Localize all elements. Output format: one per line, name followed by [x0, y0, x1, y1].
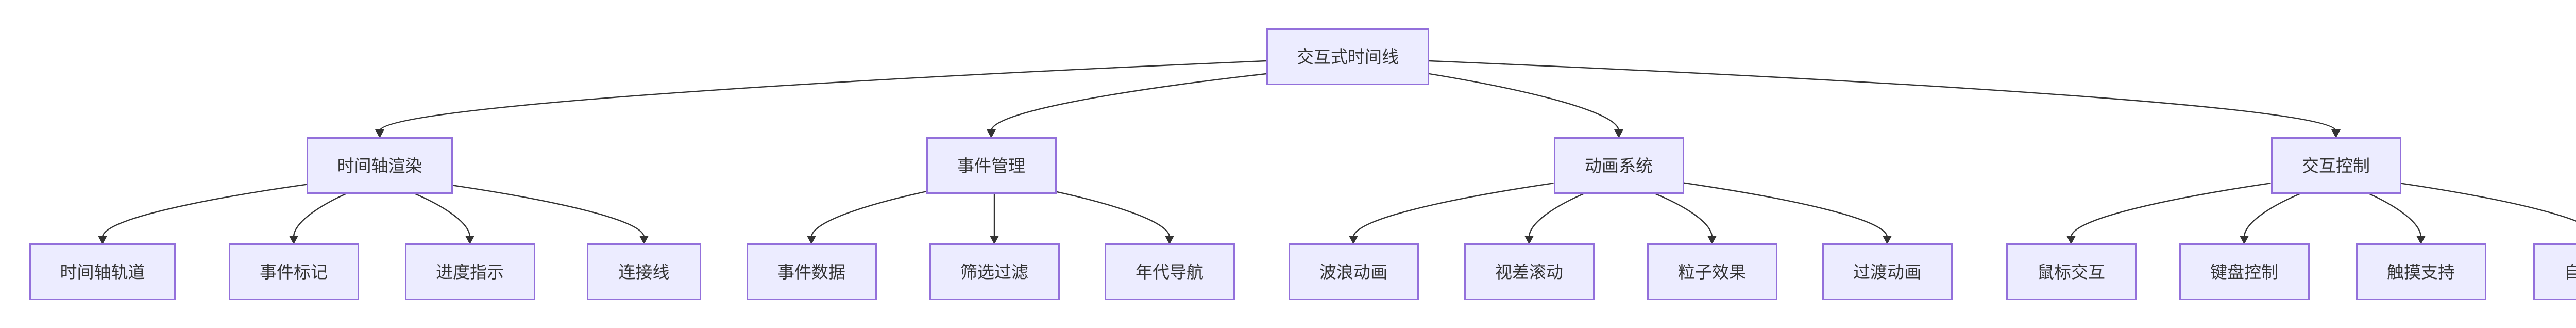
- edge-event-management-to-event-data: [810, 191, 926, 238]
- edge-interaction-control-to-mouse-interaction: [2070, 183, 2271, 238]
- node-timeline-rendering: 时间轴渲染: [307, 137, 453, 194]
- node-touch-support: 触摸支持: [2355, 243, 2486, 300]
- edge-animation-system-to-particle-effect: [1655, 193, 1713, 238]
- node-event-data: 事件数据: [746, 243, 877, 300]
- edge-animation-system-to-transition-animation: [1684, 182, 1888, 238]
- arrowhead-icon: [465, 236, 474, 244]
- edge-timeline-rendering-to-event-marker: [293, 193, 346, 238]
- node-root: 交互式时间线: [1266, 28, 1429, 85]
- node-event-management: 事件管理: [926, 137, 1057, 194]
- edge-event-management-to-era-navigation: [1056, 191, 1171, 238]
- node-mouse-interaction: 鼠标交互: [2006, 243, 2137, 300]
- node-era-navigation: 年代导航: [1104, 243, 1235, 300]
- node-transition-animation: 过渡动画: [1822, 243, 1953, 300]
- edge-interaction-control-to-keyboard-control: [2243, 193, 2300, 238]
- node-autoplay: 自动播放: [2533, 243, 2576, 300]
- edge-root-to-timeline-rendering: [379, 60, 1267, 132]
- node-connector-line: 连接线: [587, 243, 701, 300]
- arrowhead-icon: [1349, 236, 1358, 244]
- arrowhead-icon: [1165, 236, 1174, 244]
- arrowhead-icon: [639, 236, 649, 244]
- edge-interaction-control-to-autoplay: [2401, 183, 2576, 222]
- node-keyboard-control: 键盘控制: [2179, 243, 2310, 300]
- arrowhead-icon: [2331, 129, 2341, 138]
- edge-animation-system-to-wave-animation: [1352, 182, 1554, 238]
- edge-root-to-event-management: [990, 73, 1267, 132]
- node-particle-effect: 粒子效果: [1647, 243, 1777, 300]
- arrowhead-icon: [289, 236, 298, 244]
- node-filter: 筛选过滤: [929, 243, 1060, 300]
- arrowhead-icon: [987, 129, 996, 138]
- node-progress-indicator: 进度指示: [404, 243, 535, 300]
- node-animation-system: 动画系统: [1553, 137, 1684, 194]
- arrowhead-icon: [807, 236, 816, 244]
- arrowhead-icon: [1883, 236, 1892, 244]
- edge-interaction-control-to-touch-support: [2369, 193, 2422, 238]
- arrowhead-icon: [2066, 236, 2076, 244]
- node-event-marker: 事件标记: [228, 243, 359, 300]
- arrowhead-icon: [98, 236, 107, 244]
- arrowhead-icon: [1707, 236, 1717, 244]
- arrowhead-icon: [2416, 236, 2426, 244]
- node-timeline-track: 时间轴轨道: [29, 243, 176, 300]
- edge-root-to-interaction-control: [1429, 60, 2337, 132]
- arrowhead-icon: [1614, 129, 1623, 138]
- edge-timeline-rendering-to-connector-line: [452, 185, 645, 238]
- edge-animation-system-to-parallax-scroll: [1528, 193, 1584, 238]
- arrowhead-icon: [375, 129, 384, 138]
- node-interaction-control: 交互控制: [2270, 137, 2401, 194]
- arrowhead-icon: [990, 236, 999, 244]
- edge-timeline-rendering-to-progress-indicator: [415, 193, 471, 238]
- node-parallax-scroll: 视差滚动: [1464, 243, 1595, 300]
- arrowhead-icon: [1524, 236, 1534, 244]
- edge-root-to-animation-system: [1429, 73, 1620, 132]
- edge-timeline-rendering-to-timeline-track: [101, 184, 307, 238]
- arrowhead-icon: [2240, 236, 2249, 244]
- node-wave-animation: 波浪动画: [1288, 243, 1419, 300]
